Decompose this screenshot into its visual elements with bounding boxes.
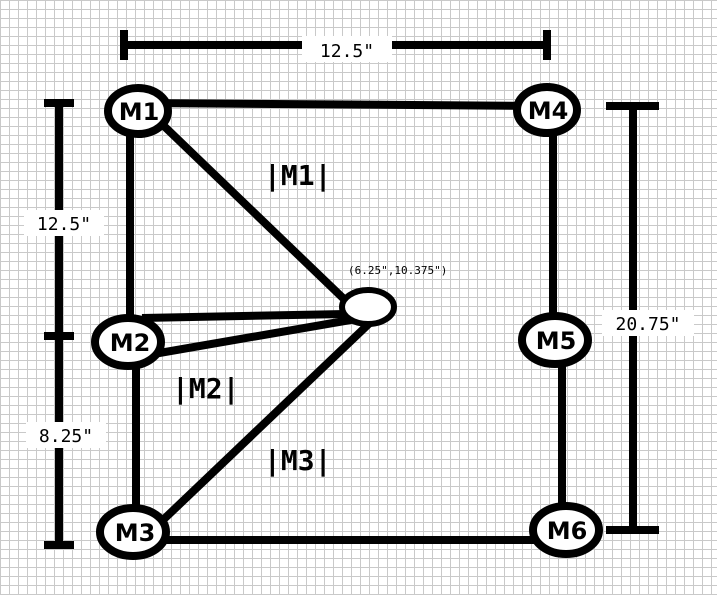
node-m1-label: M1 bbox=[119, 98, 160, 126]
left-upper-dimension-label-bg bbox=[24, 210, 104, 236]
right-dimension-label-bg bbox=[602, 310, 694, 336]
node-m3-label: M3 bbox=[115, 519, 156, 547]
member-m1-magnitude-label: |M1| bbox=[264, 159, 331, 192]
node-m3-circle bbox=[96, 504, 170, 560]
node-m2-label: M2 bbox=[110, 329, 151, 357]
members bbox=[126, 99, 566, 544]
member-m2-magnitude-label: |M2| bbox=[172, 372, 239, 405]
node-m4-label: M4 bbox=[528, 97, 569, 125]
load-point-ellipse bbox=[339, 287, 397, 327]
node-m6-label: M6 bbox=[547, 517, 588, 545]
node-m5-label: M5 bbox=[536, 327, 577, 355]
top-dimension-label-bg bbox=[302, 36, 392, 62]
node-labels: M1 M2 M3 M4 M5 M6 bbox=[110, 97, 588, 547]
member-m2-point-lower bbox=[141, 314, 363, 360]
node-m2-circle bbox=[91, 314, 165, 370]
right-dimension-label: 20.75" bbox=[615, 314, 680, 335]
left-lower-dimension-label-bg bbox=[26, 422, 106, 448]
node-m1-circle bbox=[104, 84, 172, 138]
node-m5-circle bbox=[518, 312, 592, 368]
member-m2-point-upper bbox=[141, 310, 347, 322]
member-m1-point bbox=[137, 100, 348, 303]
point-coordinate-label: (6.25",10.375") bbox=[348, 264, 447, 277]
member-m3-point bbox=[139, 315, 378, 543]
node-m4-circle bbox=[513, 83, 581, 137]
node-m6-circle bbox=[529, 502, 603, 558]
left-upper-dimension-label: 12.5" bbox=[37, 214, 91, 235]
top-dimension-label: 12.5" bbox=[320, 41, 374, 62]
member-m3-magnitude-label: |M3| bbox=[264, 444, 331, 477]
nodes bbox=[91, 83, 603, 560]
member-m1-m4 bbox=[139, 99, 551, 110]
left-lower-dimension-label: 8.25" bbox=[39, 426, 93, 447]
